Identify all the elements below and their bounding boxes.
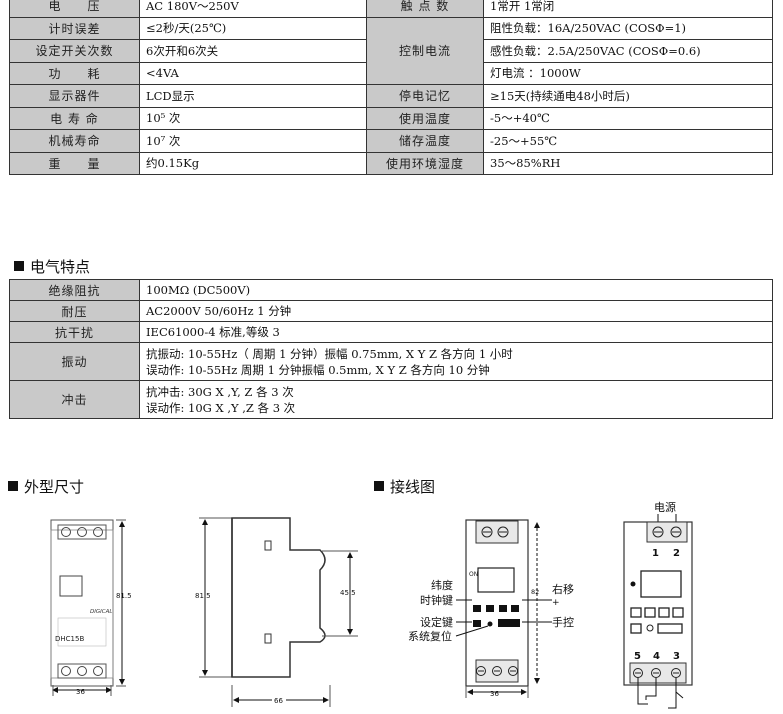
- elec-label: 振动: [9, 342, 140, 381]
- spec-value: 约0.15Kg: [139, 151, 367, 175]
- table-row: 计时误差 ≤2秒/天(25℃) 控制电流 阻性负载：16A/250VAC (CO…: [9, 16, 773, 85]
- spec-label: 使用温度: [366, 106, 484, 130]
- label-plus: +: [552, 598, 560, 608]
- table-row: 振动 抗振动: 10-55Hz（ 周期 1 分钟）振幅 0.75mm, X Y …: [9, 342, 773, 381]
- table-row: 抗干扰 IEC61000-4 标准,等级 3: [9, 321, 773, 343]
- table-row: 冲击 抗冲击: 30G X ,Y, Z 各 3 次 误动作: 10G X ,Y …: [9, 380, 773, 419]
- front-width-dim: 36: [76, 688, 85, 696]
- table-row: 电 寿 命 10⁵ 次 使用温度 -5～+40℃: [9, 106, 773, 130]
- spec-value: 35～85%RH: [483, 151, 773, 175]
- elec-value: 抗振动: 10-55Hz（ 周期 1 分钟）振幅 0.75mm, X Y Z 各…: [139, 342, 773, 381]
- spec-value: ≤2秒/天(25℃): [139, 16, 367, 40]
- spec-value: 感性负载：2.5A/250VAC (COSΦ=0.6): [483, 39, 773, 63]
- wiring-section-title: 接线图: [374, 476, 435, 497]
- side-view-drawing: 81.5 45.5 66: [195, 517, 358, 707]
- elec-label: 耐压: [9, 300, 140, 322]
- spec-label: 重 量: [9, 151, 140, 175]
- spec-label: 电 寿 命: [9, 106, 140, 130]
- label-manual: 手控: [552, 615, 574, 629]
- spec-label: 使用环境湿度: [366, 151, 484, 175]
- elec-value: 抗冲击: 30G X ,Y, Z 各 3 次 误动作: 10G X ,Y ,Z …: [139, 380, 773, 419]
- front-height-dim: 81.5: [116, 592, 132, 600]
- label-clock-key: 时钟键: [420, 593, 453, 607]
- spec-label: 设定开关次数: [9, 39, 140, 63]
- wiring-height-dim: 82: [531, 588, 539, 596]
- side-depth-dim: 66: [274, 697, 283, 705]
- terminal-1: 1: [652, 548, 659, 559]
- elec-value-line: 误动作: 10-55Hz 周期 1 分钟振幅 0.5mm, X Y Z 各方向 …: [146, 362, 490, 377]
- electrical-table: 绝缘阻抗 100MΩ (DC500V) 耐压 AC2000V 50/60Hz 1…: [9, 279, 773, 419]
- wiring-terminal-drawing: 电源 1 2 5 4 3: [623, 500, 693, 709]
- label-lat: 纬度: [431, 578, 453, 592]
- side-inner-dim: 45.5: [340, 589, 356, 597]
- spec-value: 灯电流 ：1000W: [483, 61, 773, 85]
- wiring-on-label: ON: [469, 571, 478, 578]
- spec-table: 电 压 AC 180V～250V 触 点 数 1常开 1常闭 计时误差 ≤2秒/…: [9, 0, 773, 175]
- terminal-4: 4: [653, 651, 660, 662]
- table-row: 设定开关次数 6次开和6次关 感性负载：2.5A/250VAC (COSΦ=0.…: [9, 39, 773, 63]
- wiring-width-dim: 36: [490, 690, 499, 698]
- spec-value: 10⁷ 次: [139, 129, 367, 153]
- elec-value: IEC61000-4 标准,等级 3: [139, 321, 773, 343]
- spec-label: 显示器件: [9, 84, 140, 108]
- spec-label: 功 耗: [9, 61, 140, 85]
- dimensions-title-text: 外型尺寸: [24, 478, 85, 496]
- terminal-5: 5: [634, 651, 641, 662]
- label-right-shift: 右移: [552, 582, 574, 596]
- elec-value-line: 误动作: 10G X ,Y ,Z 各 3 次: [146, 400, 296, 415]
- spec-label: 机械寿命: [9, 129, 140, 153]
- front-view-drawing: DIGICAL DHC15B 36 81.5: [50, 519, 132, 696]
- bullet-square-icon: [14, 261, 24, 271]
- spec-label: 控制电流: [366, 16, 484, 85]
- spec-label: 停电记忆: [366, 84, 484, 108]
- table-row: 功 耗 <4VA 灯电流 ：1000W: [9, 61, 773, 85]
- label-set-key: 设定键: [420, 615, 453, 629]
- spec-value: AC 180V～250V: [139, 0, 367, 18]
- bullet-square-icon: [8, 481, 18, 491]
- wiring-panel-drawing: ON 82 36 纬度 时钟键 设定键 系统复位 右移 + 手控: [408, 519, 574, 698]
- terminal-2: 2: [673, 548, 680, 559]
- elec-label: 冲击: [9, 380, 140, 419]
- table-row: 电 压 AC 180V～250V 触 点 数 1常开 1常闭: [9, 0, 773, 18]
- table-row: 机械寿命 10⁷ 次 储存温度 -25～+55℃: [9, 129, 773, 153]
- table-row: 显示器件 LCD显示 停电记忆 ≥15天(持续通电48小时后): [9, 84, 773, 108]
- power-label: 电源: [654, 500, 676, 514]
- spec-value: -25～+55℃: [483, 129, 773, 153]
- elec-value-line: 抗冲击: 30G X ,Y, Z 各 3 次: [146, 384, 294, 399]
- spec-value: 阻性负载：16A/250VAC (COSΦ=1): [483, 16, 773, 40]
- bullet-square-icon: [374, 481, 384, 491]
- electrical-section-title: 电气特点: [14, 256, 90, 277]
- spec-value: -5～+40℃: [483, 106, 773, 130]
- elec-value-line: 抗振动: 10-55Hz（ 周期 1 分钟）振幅 0.75mm, X Y Z 各…: [146, 346, 513, 361]
- wiring-title-text: 接线图: [390, 478, 436, 496]
- front-brand-text: DIGICAL: [90, 609, 112, 615]
- spec-value: ≥15天(持续通电48小时后): [483, 84, 773, 108]
- spec-value: LCD显示: [139, 84, 367, 108]
- table-row: 重 量 约0.15Kg 使用环境湿度 35～85%RH: [9, 151, 773, 175]
- elec-label: 抗干扰: [9, 321, 140, 343]
- spec-label: 储存温度: [366, 129, 484, 153]
- spec-label: 计时误差: [9, 16, 140, 40]
- label-system-reset: 系统复位: [408, 629, 452, 643]
- spec-value: <4VA: [139, 61, 367, 85]
- front-model-text: DHC15B: [55, 635, 84, 643]
- spec-value: 10⁵ 次: [139, 106, 367, 130]
- terminal-3: 3: [673, 651, 680, 662]
- spec-value: 6次开和6次关: [139, 39, 367, 63]
- electrical-title-text: 电气特点: [30, 258, 91, 276]
- dimensions-section-title: 外型尺寸: [8, 476, 84, 497]
- side-height-dim: 81.5: [195, 592, 211, 600]
